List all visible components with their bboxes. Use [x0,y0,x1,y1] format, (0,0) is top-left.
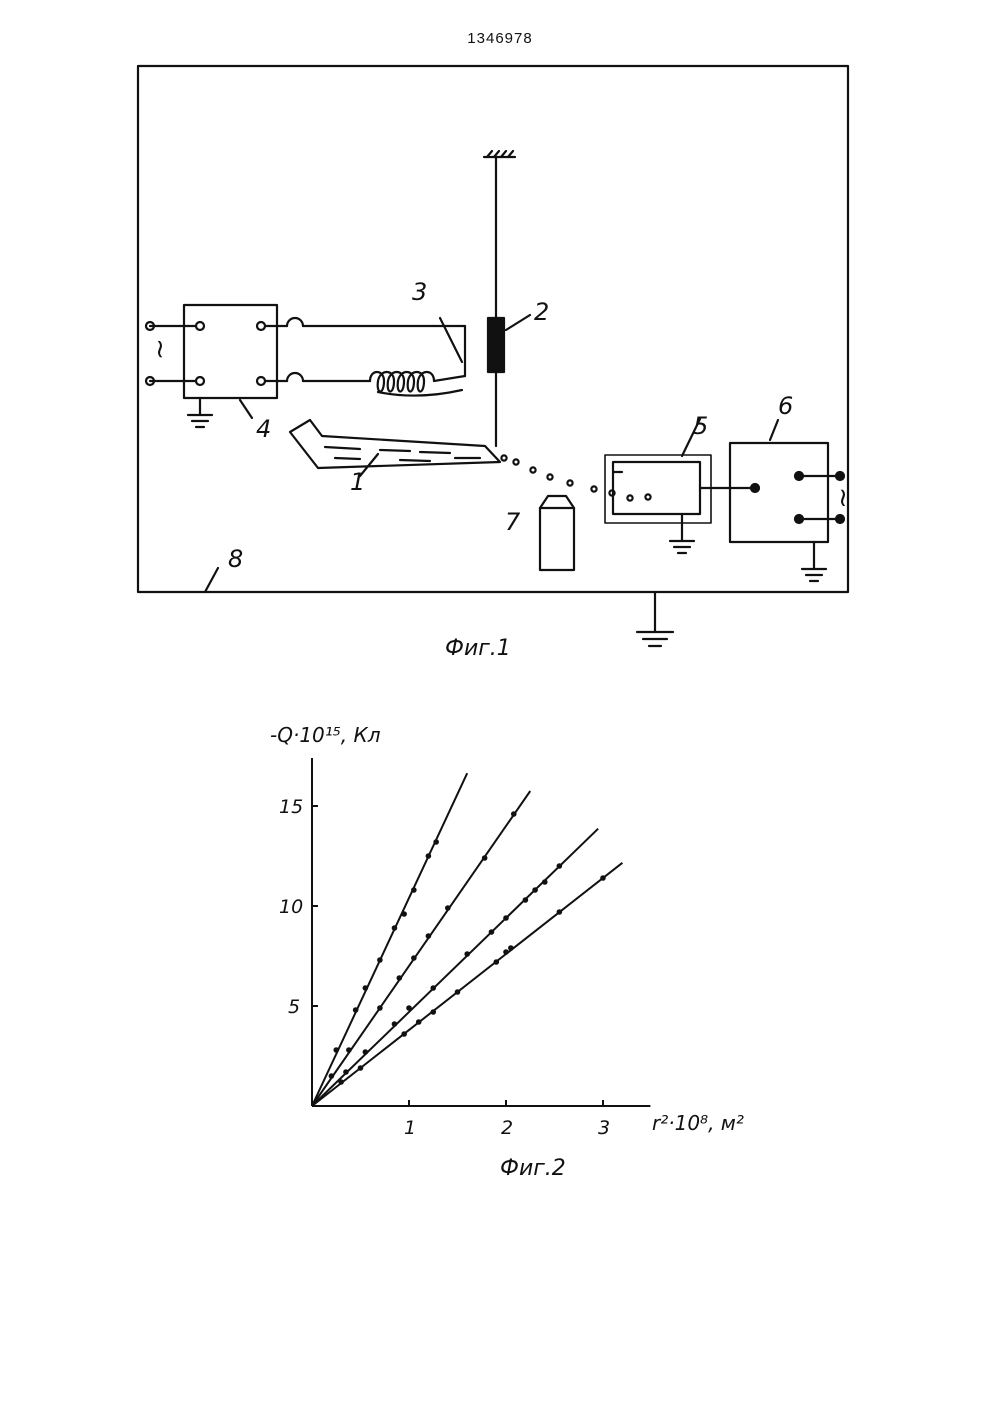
data-point-series-4 [430,1009,436,1015]
data-point-series-3 [557,863,563,869]
data-point-series-3 [489,929,495,935]
ac-symbol-right: ~ [828,487,858,509]
light-source-7 [540,508,574,570]
data-point-series-3 [430,985,436,991]
data-point-series-2 [411,955,417,961]
data-point-series-1 [392,925,398,931]
data-point-series-3 [464,951,470,957]
magnet-2 [488,318,504,372]
y-axis-label: -Q·10¹⁵, Кл [270,723,381,747]
heater-coil [370,372,465,396]
data-point-series-4 [455,989,461,995]
x-tick-label: 3 [598,1117,610,1139]
label-6: 6 [778,392,793,420]
data-point-series-3 [542,879,548,885]
data-point-series-4 [416,1019,422,1025]
series-line-2 [312,791,530,1106]
data-point-series-1 [377,957,383,963]
label-4: 4 [256,415,271,443]
y-tick-label: 10 [279,896,303,918]
data-point-series-3 [363,1049,369,1055]
data-point-series-4 [557,909,563,915]
data-point-series-4 [600,875,606,881]
data-point-series-4 [358,1065,364,1071]
data-point-series-4 [503,949,509,955]
ac-symbol-left: ~ [145,338,175,360]
label-5: 5 [693,412,708,440]
data-point-series-1 [333,1047,339,1053]
series-line-1 [312,773,467,1106]
crucible-boat [290,420,500,468]
data-point-series-1 [401,911,407,917]
data-point-series-4 [338,1079,344,1085]
data-point-series-1 [426,853,432,859]
data-point-series-2 [511,811,517,817]
figure1-diagram: 3 2 4 1 5 6 7 8 ~ ~ Фиг.1 [0,0,1000,700]
faraday-cup-inner [613,462,700,514]
data-point-series-2 [445,905,451,911]
data-point-series-3 [392,1021,398,1027]
x-tick-label: 2 [501,1117,513,1139]
faraday-cup-outer [605,455,711,523]
data-point-series-1 [411,887,417,893]
label-8: 8 [228,545,243,573]
series-line-3 [312,829,598,1106]
y-tick-label: 15 [279,796,303,818]
y-tick-label: 5 [288,996,300,1018]
data-point-series-2 [426,933,432,939]
data-point-series-3 [532,887,538,893]
figure2-chart: 1 2 3 5 10 15 -Q·10¹⁵, Кл r²·10⁸, м² Фиг.2 [0,720,1000,1220]
data-point-series-3 [343,1069,349,1075]
data-point-series-1 [433,839,439,845]
data-point-series-1 [363,985,369,991]
x-axis-label: r²·10⁸, м² [652,1111,744,1135]
data-point-series-2 [329,1073,335,1079]
data-point-series-2 [397,975,403,981]
label-2: 2 [534,298,549,326]
electrometer-6 [730,443,828,542]
x-tick-label: 1 [404,1117,416,1139]
data-point-series-4 [494,959,500,965]
data-point-series-3 [503,915,509,921]
data-point-series-1 [353,1007,359,1013]
figure1-caption: Фиг.1 [445,636,511,661]
data-point-series-2 [482,855,488,861]
label-3: 3 [412,278,427,306]
label-7: 7 [505,508,521,536]
label-1: 1 [350,468,365,496]
data-point-series-3 [406,1005,412,1011]
data-point-series-4 [401,1031,407,1037]
data-point-series-4 [508,945,514,951]
data-point-series-2 [377,1005,383,1011]
data-point-series-3 [523,897,529,903]
figure2-caption: Фиг.2 [500,1156,566,1181]
data-point-series-2 [346,1047,352,1053]
